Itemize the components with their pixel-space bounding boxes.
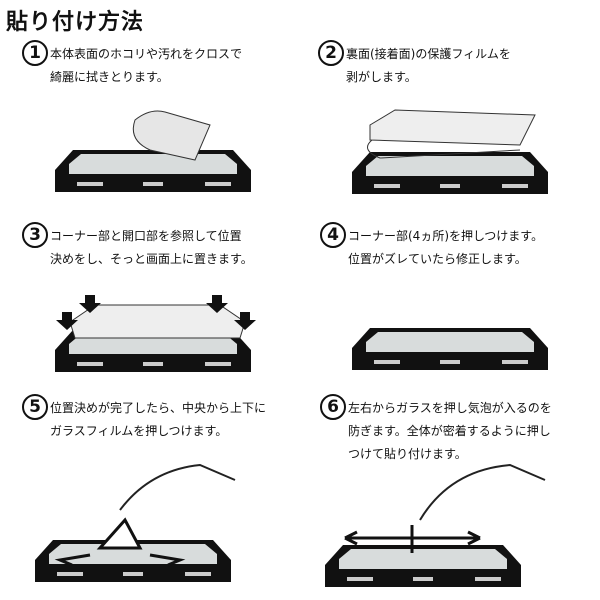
protective-film-icon [367,139,521,159]
phone-illustration-3 [55,295,256,372]
step-number: 2 [318,40,344,66]
step-text: 位置決めが完了したら、中央から上下にガラスフィルムを押しつけます。 [50,401,267,438]
step-number: 3 [22,222,48,248]
step-text: 本体表面のホコリや汚れをクロスで綺麗に拭きとります。 [50,47,243,84]
hand-icon [119,463,236,511]
page-title: 貼り付け方法 [6,10,145,35]
step-text: コーナー部(4ヵ所)を押しつけます。位置がズレていたら修正します。 [348,229,544,266]
hand-icon [419,463,546,521]
step-text: コーナー部と開口部を参照して位置決めをし、そっと画面上に置きます。 [50,229,253,266]
phone-illustration-6 [325,463,546,587]
step-number: 4 [320,222,346,248]
phone-illustration-4 [352,328,548,370]
arrow-down-icon [56,295,256,330]
step-text: 左右からガラスを押し気泡が入るのを防ぎます。全体が密着するように押しつけて貼り付… [348,401,552,461]
phone-illustration-1 [55,110,251,192]
arrows-icon [344,525,481,553]
step-number: 6 [320,394,346,420]
cloth-icon [132,110,211,161]
step-number: 1 [22,40,48,66]
step-number: 5 [22,394,48,420]
step-text: 裏面(接着面)の保護フィルムを剥がします。 [346,47,511,84]
arrow-icon [96,517,143,550]
phone-illustration-2 [352,109,548,194]
phone-illustration-5 [35,463,236,582]
